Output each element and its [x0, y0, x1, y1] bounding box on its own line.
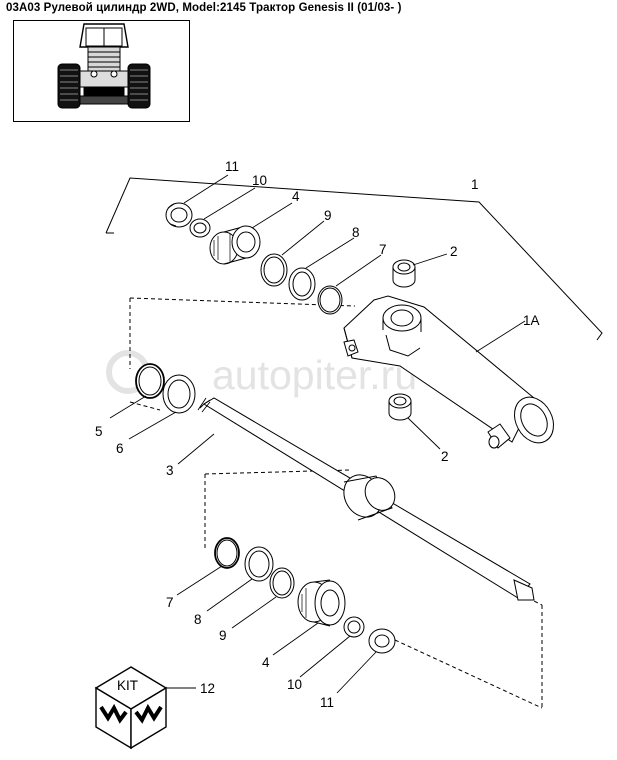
kit-label: KIT	[117, 678, 138, 693]
callout-3: 3	[166, 463, 174, 478]
part-6-ring	[162, 374, 196, 414]
callout-4-upper: 4	[292, 189, 300, 204]
tractor-front-icon	[57, 23, 151, 109]
part-3-piston-rod	[197, 397, 535, 601]
part-8-upper-ring	[288, 267, 316, 301]
part-10-upper-ring	[189, 218, 211, 238]
callout-10-upper: 10	[252, 173, 267, 188]
callout-8-upper: 8	[352, 225, 360, 240]
callout-10-lower: 10	[287, 677, 302, 692]
callout-7-lower: 7	[166, 595, 174, 610]
callout-9-lower: 9	[219, 628, 227, 643]
part-7-lower-oring	[214, 537, 240, 569]
part-11-upper-wiper	[165, 202, 193, 228]
kit-box-icon	[94, 666, 168, 750]
part-8-lower-ring	[244, 546, 274, 582]
part-4-lower-head	[297, 579, 346, 627]
part-7-upper-oring	[317, 285, 343, 315]
callout-6: 6	[116, 441, 124, 456]
part-4-upper-head	[209, 225, 261, 265]
callout-1: 1	[471, 177, 479, 192]
callout-7-upper: 7	[379, 242, 387, 257]
callout-2-upper: 2	[450, 244, 458, 259]
callout-8-lower: 8	[194, 612, 202, 627]
part-9-upper-ring	[260, 253, 288, 287]
part-11-lower-wiper	[368, 628, 396, 654]
callout-11-upper: 11	[225, 159, 239, 174]
callout-9-upper: 9	[324, 208, 332, 223]
page-title: 03A03 Рулевой цилиндр 2WD, Model:2145 Тр…	[6, 2, 402, 14]
callout-5: 5	[95, 424, 103, 439]
tractor-thumbnail	[13, 20, 190, 122]
part-10-lower-ring	[343, 616, 365, 638]
callout-labels: 11 10 4 9 8 7 1 2 1A 2 5 6 3 7 8 9 4 10 …	[95, 159, 540, 710]
part-2-upper-bushing	[392, 259, 416, 288]
callout-1a: 1A	[523, 313, 540, 328]
part-2-lower-bushing	[388, 393, 412, 421]
callout-4-lower: 4	[262, 655, 270, 670]
callout-12: 12	[200, 681, 215, 696]
assembly-1-bracket	[105, 177, 603, 341]
part-9-lower-ring	[269, 567, 295, 599]
leader-lines	[109, 174, 526, 694]
part-1a-cylinder-barrel	[343, 295, 554, 449]
callout-11-lower: 11	[320, 695, 334, 710]
part-5-oring	[135, 363, 165, 399]
callout-2-lower: 2	[441, 449, 449, 464]
